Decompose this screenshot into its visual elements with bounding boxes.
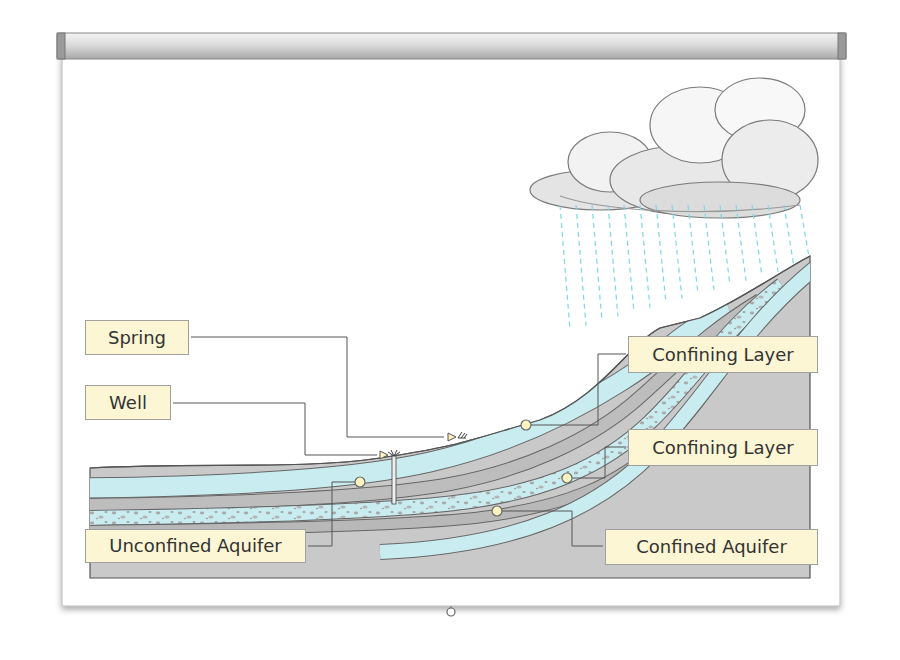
rain-line [720, 205, 730, 285]
label-text: Confining Layer [652, 437, 793, 459]
confined-aquifer-band [80, 285, 782, 518]
label-box: Well [85, 385, 171, 420]
label-text: Well [109, 392, 147, 414]
rain-line [672, 205, 682, 299]
rain-line [608, 205, 618, 317]
rain-line [688, 205, 698, 294]
label-text: Confined Aquifer [636, 536, 787, 558]
well-symbol [380, 450, 400, 504]
label-text: Confining Layer [652, 344, 793, 366]
rain-line [800, 205, 810, 263]
rain-line [752, 205, 762, 276]
screen-surface [62, 56, 840, 606]
rain-cloud [530, 78, 818, 218]
spring-symbol [448, 432, 467, 441]
rain-line [560, 205, 570, 330]
confining-layer-band [80, 300, 760, 505]
rain-line [704, 205, 714, 290]
projector-screen [57, 33, 846, 616]
rain-line [736, 205, 746, 281]
roller-cap [838, 33, 846, 59]
screen-roller [57, 33, 846, 59]
aquifer-outline [380, 268, 815, 552]
rain-line [768, 205, 778, 272]
rain-line [640, 205, 650, 308]
rain-line [656, 205, 666, 303]
label-text: Unconfined Aquifer [109, 535, 282, 557]
leader-lines [173, 337, 626, 546]
rain-line [784, 205, 794, 267]
roller-cap [57, 33, 65, 59]
pull-ring [447, 608, 455, 616]
label-box: Confining Layer [628, 429, 818, 466]
label-box: Confining Layer [628, 336, 818, 373]
label-box: Spring [85, 320, 189, 355]
rain-line [576, 205, 586, 326]
aquifer-outline [80, 285, 782, 518]
rain-line [624, 205, 634, 312]
deep-aquifer-band [380, 268, 815, 552]
rain-line [592, 205, 602, 321]
label-box: Unconfined Aquifer [85, 529, 306, 563]
callout-dots [355, 420, 572, 516]
label-box: Confined Aquifer [605, 529, 818, 565]
label-text: Spring [108, 327, 166, 349]
confining-outline [80, 300, 760, 505]
